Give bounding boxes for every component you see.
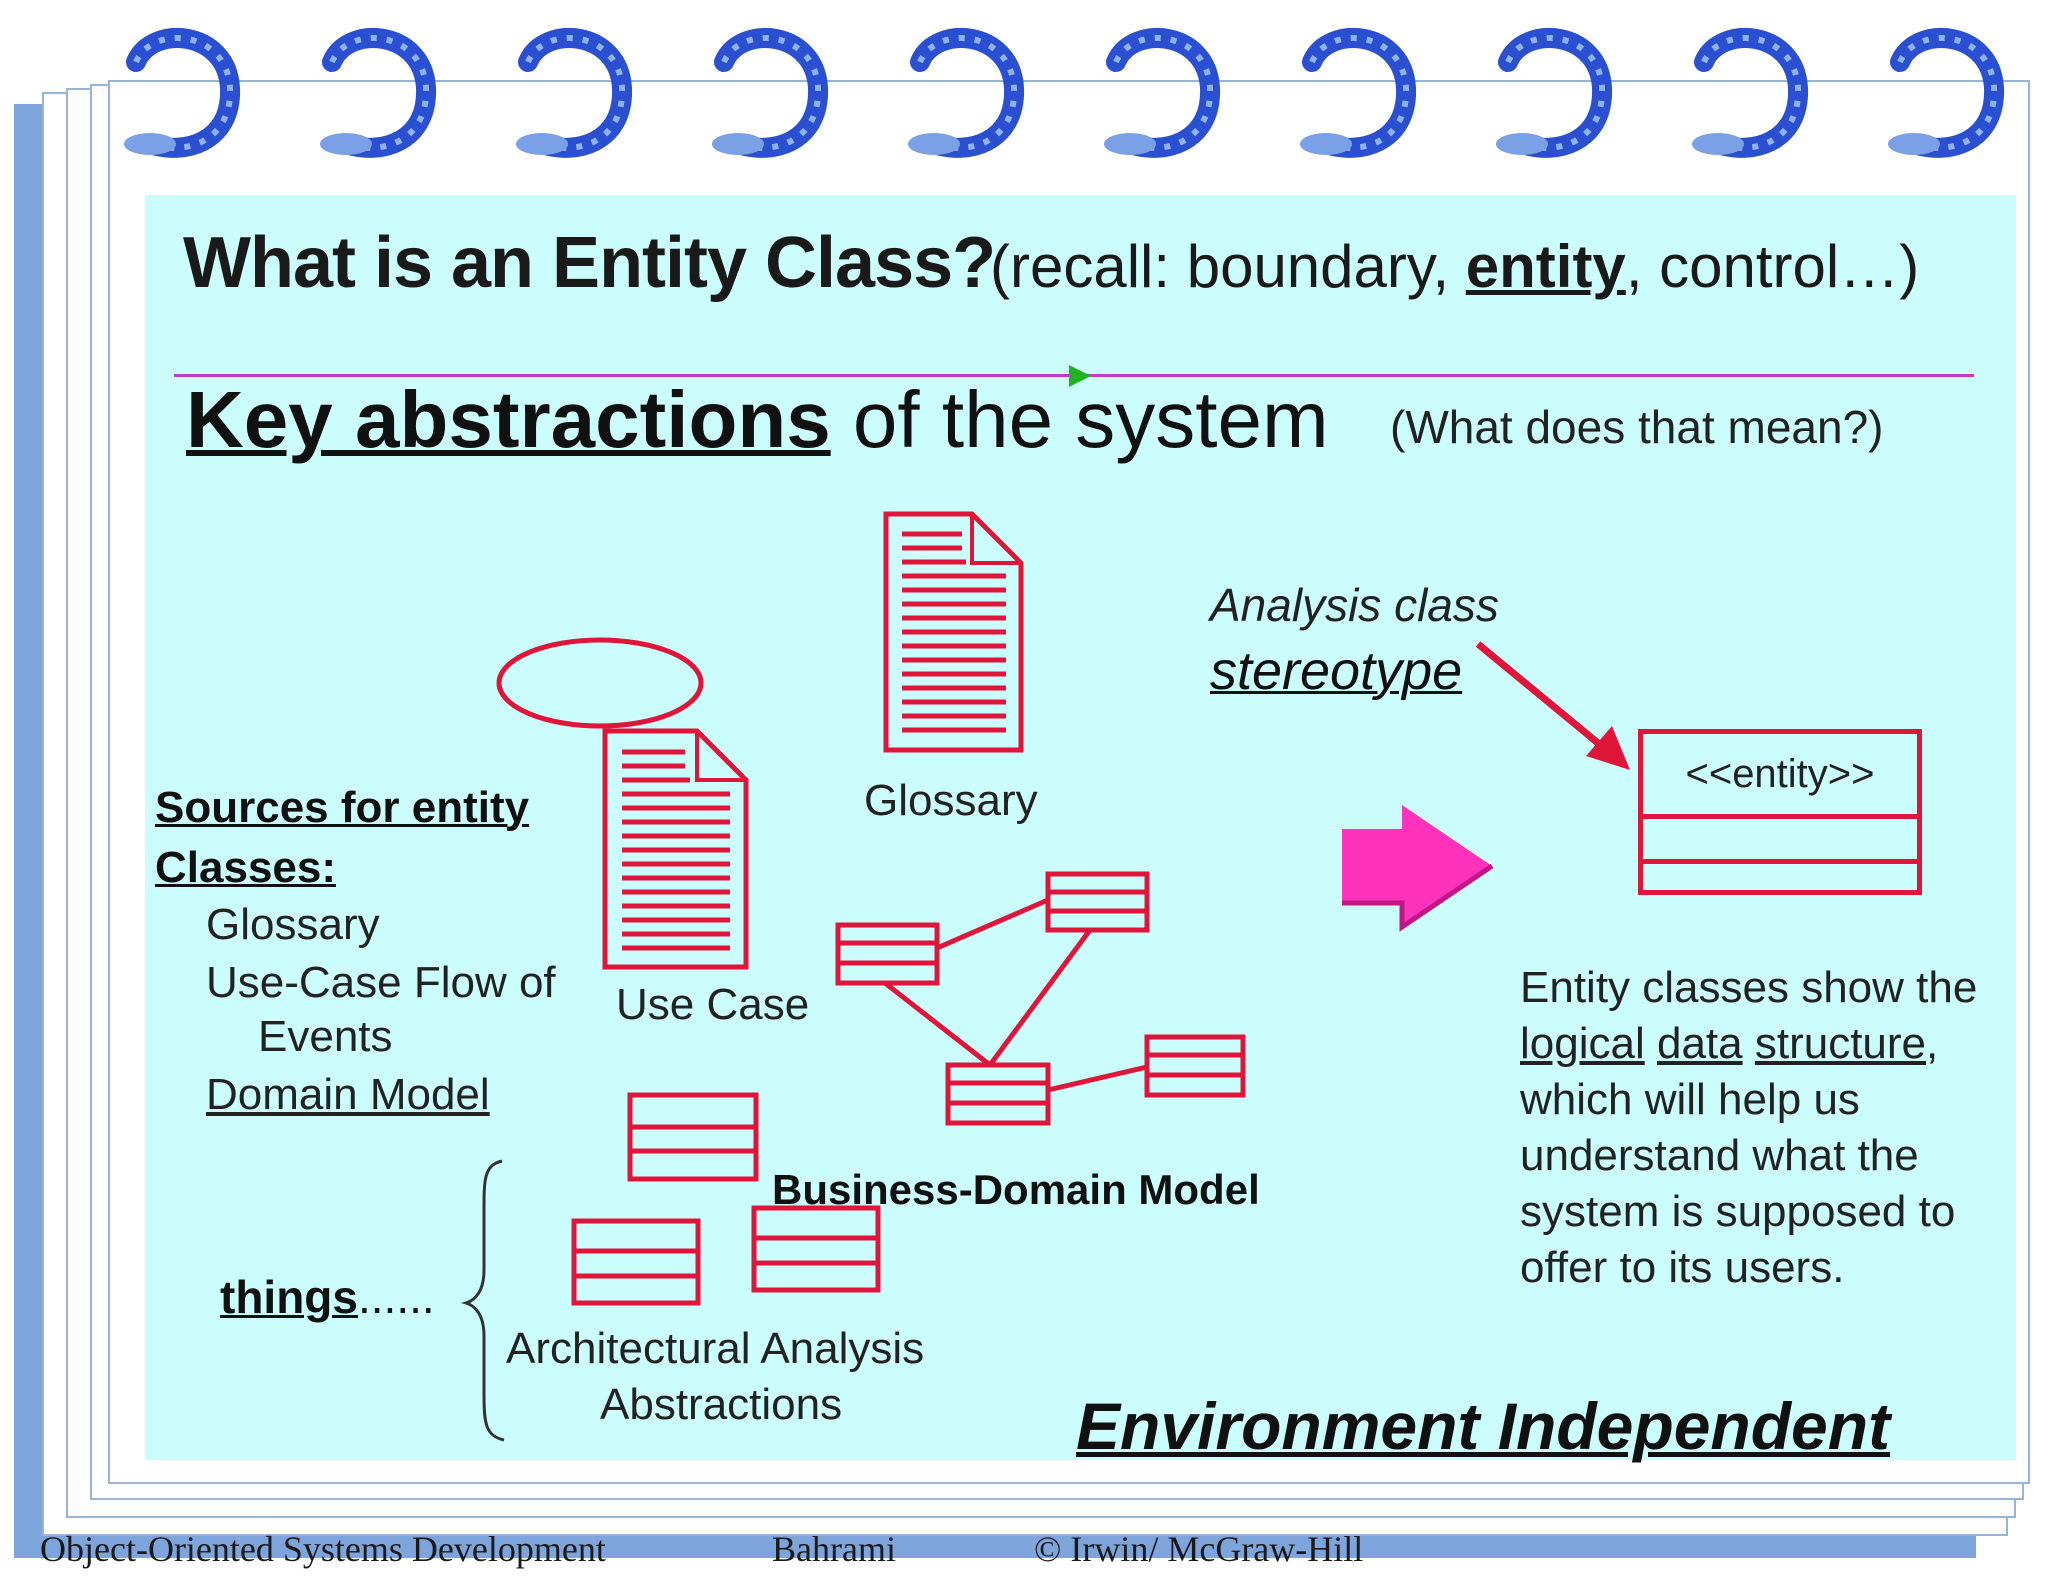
domain-class-box <box>835 922 940 986</box>
spiral-ring-icon <box>712 28 829 158</box>
curly-brace-icon <box>460 1159 505 1442</box>
business-domain-model-label: Business-Domain Model <box>772 1166 1260 1213</box>
subtitle-suffix: , control…) <box>1625 233 1920 300</box>
arch-class-box <box>627 1092 759 1182</box>
key-abstractions-term: Key abstractions <box>186 375 831 464</box>
spiral-ring-icon <box>1888 28 2005 158</box>
entity-class-name-compartment: <<entity>> <box>1643 734 1917 819</box>
spiral-ring-icon <box>320 28 437 158</box>
use-case-ellipse <box>496 637 704 729</box>
spiral-ring-icon <box>1104 28 1221 158</box>
domain-class-box <box>1045 871 1150 933</box>
footer-book-title: Object-Oriented Systems Development <box>40 1529 606 1569</box>
domain-model-classes <box>835 871 1246 1126</box>
stereotype-label: stereotype <box>1210 641 1463 701</box>
source-item-use-case: Use-Case Flow of <box>206 958 556 1007</box>
sources-heading: Sources for entity Classes: <box>155 783 530 892</box>
slide-panel <box>145 195 2016 1460</box>
use-case-document-icon <box>602 728 749 970</box>
description-line: Entity classes show the <box>1520 963 1978 1012</box>
description-line: system is supposed to <box>1520 1187 1956 1236</box>
things-dots: ...... <box>357 1271 435 1323</box>
subtitle-prefix: (recall: boundary, <box>990 233 1466 300</box>
description-structure: structure <box>1754 1019 1927 1068</box>
play-marker-icon <box>1069 365 1091 387</box>
spiral-ring-icon <box>1300 28 1417 158</box>
use-case-label: Use Case <box>616 980 810 1029</box>
architectural-classes <box>571 1092 881 1306</box>
things-label: things...... <box>220 1270 435 1324</box>
description-line: which will help us <box>1520 1075 1860 1124</box>
footer-author: Bahrami <box>772 1529 896 1569</box>
slide-title: What is an Entity Class? <box>183 223 996 303</box>
arch-class-box <box>571 1218 701 1306</box>
glossary-document-icon <box>883 511 1024 753</box>
spiral-ring-icon <box>1692 28 1809 158</box>
key-abstractions-question: (What does that mean?) <box>1390 401 1884 453</box>
key-abstractions-heading: Key abstractions of the system <box>186 374 1329 466</box>
subtitle-emphasis: entity <box>1465 233 1626 300</box>
source-item-events: Events <box>258 1012 393 1061</box>
stereotype-pointer-arrow-icon <box>1475 641 1630 770</box>
description-line: understand what the <box>1520 1131 1919 1180</box>
spiral-ring-icon <box>516 28 633 158</box>
glossary-label: Glossary <box>864 776 1038 825</box>
spiral-ring-icon <box>1496 28 1613 158</box>
footer-publisher: © Irwin/ McGraw-Hill <box>1034 1529 1364 1569</box>
analysis-class-label: Analysis class <box>1210 579 1499 631</box>
domain-model-links <box>883 897 1148 1093</box>
source-item-domain-model: Domain Model <box>206 1070 490 1119</box>
source-item-glossary: Glossary <box>206 900 380 949</box>
things-word: things <box>220 1271 358 1323</box>
arch-class-box <box>751 1205 881 1293</box>
domain-class-box <box>945 1062 1051 1126</box>
description-line: offer to its users. <box>1520 1243 1845 1292</box>
description-logical: logical <box>1520 1019 1645 1068</box>
entity-class-attributes-compartment <box>1643 819 1917 864</box>
entity-description: Entity classes show the logical data str… <box>1520 960 2030 1296</box>
environment-independent-label: Environment Independent <box>1076 1389 1891 1463</box>
description-comma: , <box>1926 1019 1939 1068</box>
slide-subtitle: (recall: boundary, entity, control…) <box>990 232 1919 301</box>
spiral-ring-icon <box>908 28 1025 158</box>
entity-class-box: <<entity>> <box>1638 729 1922 895</box>
description-line: logical data structure, <box>1520 1016 2030 1072</box>
spiral-ring-icon <box>124 28 241 158</box>
domain-class-box <box>1144 1034 1246 1098</box>
key-abstractions-rest: of the system <box>830 375 1329 464</box>
transform-arrow-icon <box>1342 805 1492 927</box>
description-data: data <box>1656 1019 1743 1068</box>
arch-analysis-label-line1: Architectural Analysis <box>506 1324 925 1373</box>
entity-stereotype-text: <<entity>> <box>1685 751 1875 796</box>
arch-analysis-label-line2: Abstractions <box>600 1380 843 1429</box>
